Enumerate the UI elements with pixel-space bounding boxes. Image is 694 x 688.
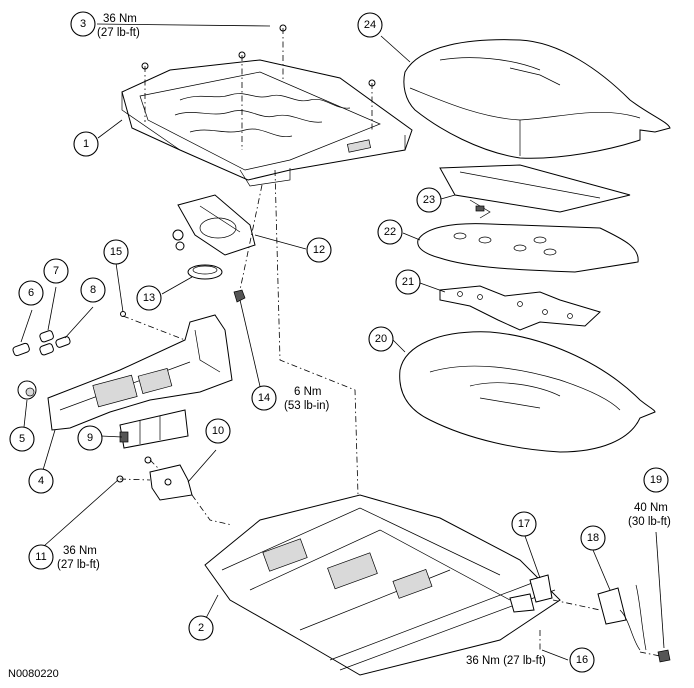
callout-2: 2 (188, 615, 214, 641)
callout-21: 21 (395, 269, 421, 295)
nut-part-14 (233, 289, 246, 303)
callout-3: 3 36 Nm (27 lb-ft) (70, 11, 140, 39)
seat-grommet-ring (187, 264, 223, 280)
seat-frame (121, 59, 413, 187)
torque-spec: (30 lb-ft) (628, 516, 671, 528)
callout-number: 5 (19, 433, 25, 445)
seat-belt-buckle (597, 584, 647, 651)
callout-number: 18 (587, 532, 599, 544)
callout-number: 24 (364, 19, 376, 31)
torque-spec: 36 Nm (27 lb-ft) (466, 655, 546, 667)
callout-13: 13 (136, 285, 162, 311)
callout-19: 19 40 Nm (30 lb-ft) (628, 467, 671, 528)
callout-number: 8 (90, 284, 96, 296)
leader-lines (20, 23, 665, 661)
callout-18: 18 (580, 525, 606, 551)
callout-22: 22 (377, 219, 403, 245)
callout-number: 3 (80, 18, 86, 30)
buckle-bolt (657, 649, 671, 663)
callout-8: 8 (80, 277, 106, 303)
callout-9: 9 (77, 425, 103, 451)
callout-number: 4 (38, 475, 44, 487)
callout-number: 7 (53, 265, 59, 277)
callout-23: 23 (416, 187, 442, 213)
callout-number: 17 (518, 518, 530, 530)
callout-10: 10 (205, 418, 231, 444)
callout-20: 20 (368, 326, 394, 352)
seat-heater-mat (439, 164, 631, 219)
callout-number: 23 (423, 194, 435, 206)
seat-latch (509, 574, 553, 613)
callout-7: 7 (43, 258, 69, 284)
seat-foam-pad (417, 223, 639, 273)
seat-switch-buttons (12, 330, 71, 357)
torque-spec: (27 lb-ft) (57, 559, 100, 571)
callout-number: 20 (375, 333, 387, 345)
callout-17: 17 (511, 511, 537, 537)
callout-number: 15 (110, 246, 122, 258)
callout-12: 12 (306, 237, 332, 263)
callout-14: 14 6 Nm (53 lb-in) (251, 385, 330, 412)
callout-1: 1 (73, 131, 99, 157)
callout-number: 22 (384, 226, 396, 238)
callout-number: 11 (35, 551, 46, 563)
callout-number: 19 (650, 474, 662, 486)
torque-spec: 36 Nm (63, 545, 97, 557)
callout-5: 5 (9, 426, 35, 452)
callout-number: 21 (402, 276, 414, 288)
torque-spec: (53 lb-in) (284, 400, 330, 412)
callout-16: 16 36 Nm (27 lb-ft) (466, 647, 595, 673)
callout-number: 12 (313, 244, 325, 256)
torque-spec: (27 lb-ft) (97, 27, 140, 39)
seat-side-shield (47, 314, 233, 431)
occupant-sensor-mat (439, 285, 601, 331)
seat-knob (17, 380, 37, 400)
callout-6: 6 (18, 280, 44, 306)
seat-cushion-cover (403, 39, 671, 159)
seat-bracket (149, 464, 193, 501)
callout-15: 15 (103, 239, 129, 265)
callout-4: 4 (28, 468, 54, 494)
torque-spec: 36 Nm (103, 13, 137, 25)
callout-number: 9 (87, 432, 93, 444)
callout-number: 13 (143, 292, 155, 304)
callout-11: 11 36 Nm (27 lb-ft) (28, 544, 100, 571)
seat-cushion-foam (399, 331, 656, 453)
callout-number: 16 (576, 654, 588, 666)
seat-motor-assembly (172, 194, 256, 256)
callout-number: 1 (83, 138, 89, 150)
seat-track-assembly (204, 494, 561, 676)
assembly-lines (119, 28, 661, 657)
callout-24: 24 (357, 12, 383, 38)
callout-number: 14 (258, 392, 270, 404)
torque-spec: 6 Nm (294, 386, 321, 398)
callout-number: 6 (28, 287, 34, 299)
callout-number: 2 (198, 622, 204, 634)
callout-number: 10 (212, 425, 224, 437)
figure-id-label: N0080220 (8, 668, 59, 680)
torque-spec: 40 Nm (634, 502, 668, 514)
seat-switch-module (119, 409, 189, 449)
